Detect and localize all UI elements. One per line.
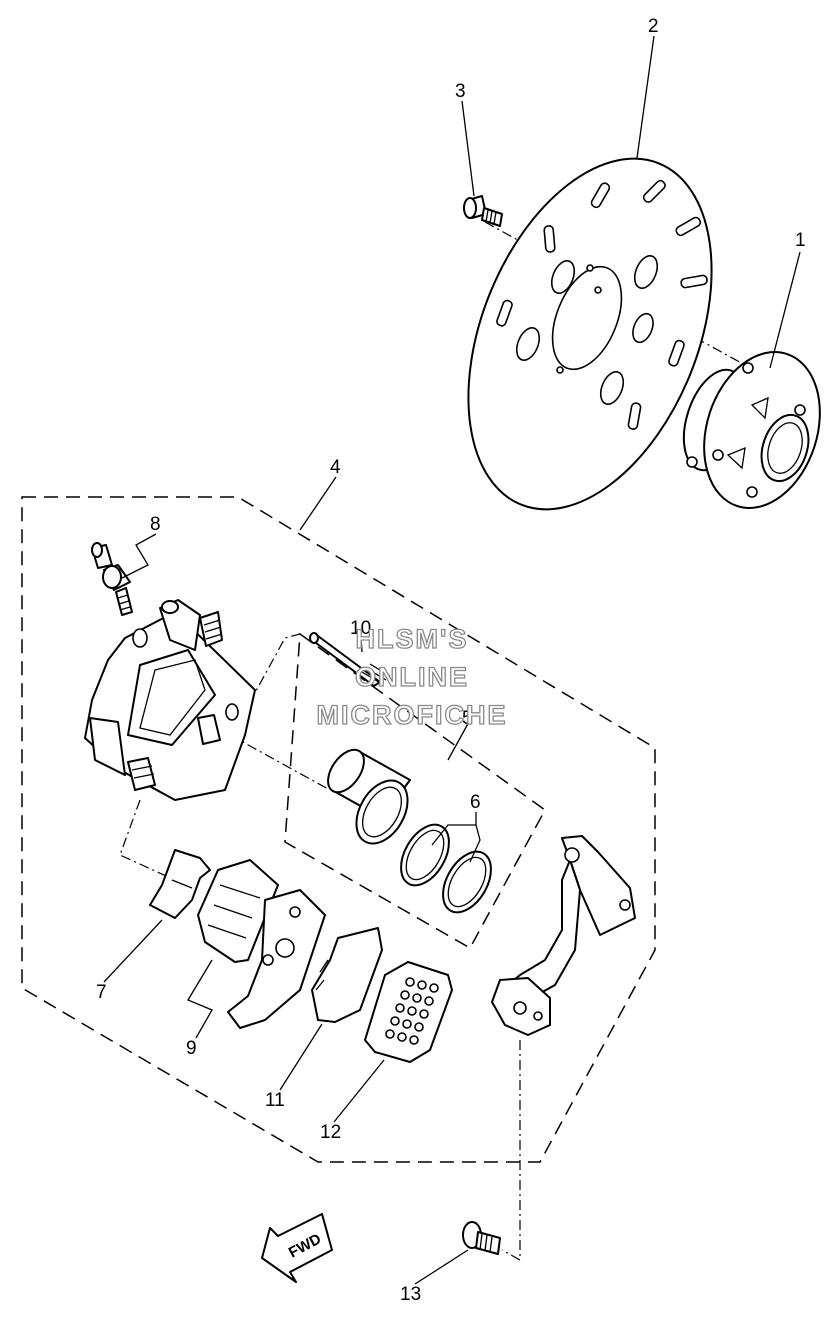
leader-9 (187, 959, 213, 1039)
forward-direction-arrow: FWD (261, 1213, 333, 1283)
caliper-bracket (491, 835, 636, 1036)
leader-6 (431, 812, 481, 863)
bracket-bolt (462, 1221, 501, 1255)
callout-6: 6 (470, 792, 481, 813)
caliper-assembly-outline (21, 496, 656, 1163)
callout-1: 1 (795, 230, 806, 251)
bleed-screw (91, 542, 133, 616)
callout-10: 10 (350, 618, 371, 639)
callout-5: 5 (462, 708, 473, 729)
pad-shim (311, 927, 383, 1023)
pad-pin (309, 632, 391, 687)
callout-13: 13 (400, 1284, 421, 1305)
piston-kit-outline (284, 632, 546, 950)
callout-12: 12 (320, 1122, 341, 1143)
callout-3: 3 (455, 81, 466, 102)
leader-13 (414, 1249, 469, 1285)
leader-4 (299, 476, 337, 531)
leader-2 (636, 35, 655, 159)
wheel-hub (682, 351, 821, 509)
piston-seals (400, 823, 492, 914)
leader-5 (447, 719, 471, 761)
leader-7 (103, 919, 163, 983)
callout-2: 2 (648, 16, 659, 37)
leader-8 (121, 533, 157, 579)
watermark-line-2: ONLINE (355, 662, 469, 692)
axis-line-caliper-bleed (239, 633, 301, 721)
axis-line-caliper-piston (229, 734, 331, 791)
leader-3 (461, 100, 475, 197)
caliper-body (84, 599, 256, 801)
brake-pad (364, 961, 453, 1063)
watermark-line-1: HLSM'S (356, 624, 469, 654)
brake-pad-backing (197, 859, 326, 1029)
watermark: HLSM'S ONLINE MICROFICHE (316, 623, 508, 730)
caliper-piston (327, 748, 411, 845)
disc-bolt (463, 195, 503, 227)
callout-4: 4 (330, 457, 341, 478)
axis-line-bracket-bolt (501, 1040, 521, 1262)
callout-9: 9 (186, 1038, 197, 1059)
callout-8: 8 (150, 514, 161, 535)
callout-11: 11 (265, 1090, 285, 1111)
pad-spring-clip (149, 849, 211, 919)
leader-12 (333, 1059, 385, 1123)
leader-10 (360, 635, 363, 653)
axis-line-caliper-pad (119, 799, 176, 881)
callout-7: 7 (96, 982, 107, 1003)
brake-disc (467, 157, 713, 511)
pad-friction-holes (385, 977, 439, 1045)
watermark-line-3: MICROFICHE (317, 700, 508, 730)
leader-1 (769, 251, 801, 369)
leader-11 (279, 1023, 323, 1091)
